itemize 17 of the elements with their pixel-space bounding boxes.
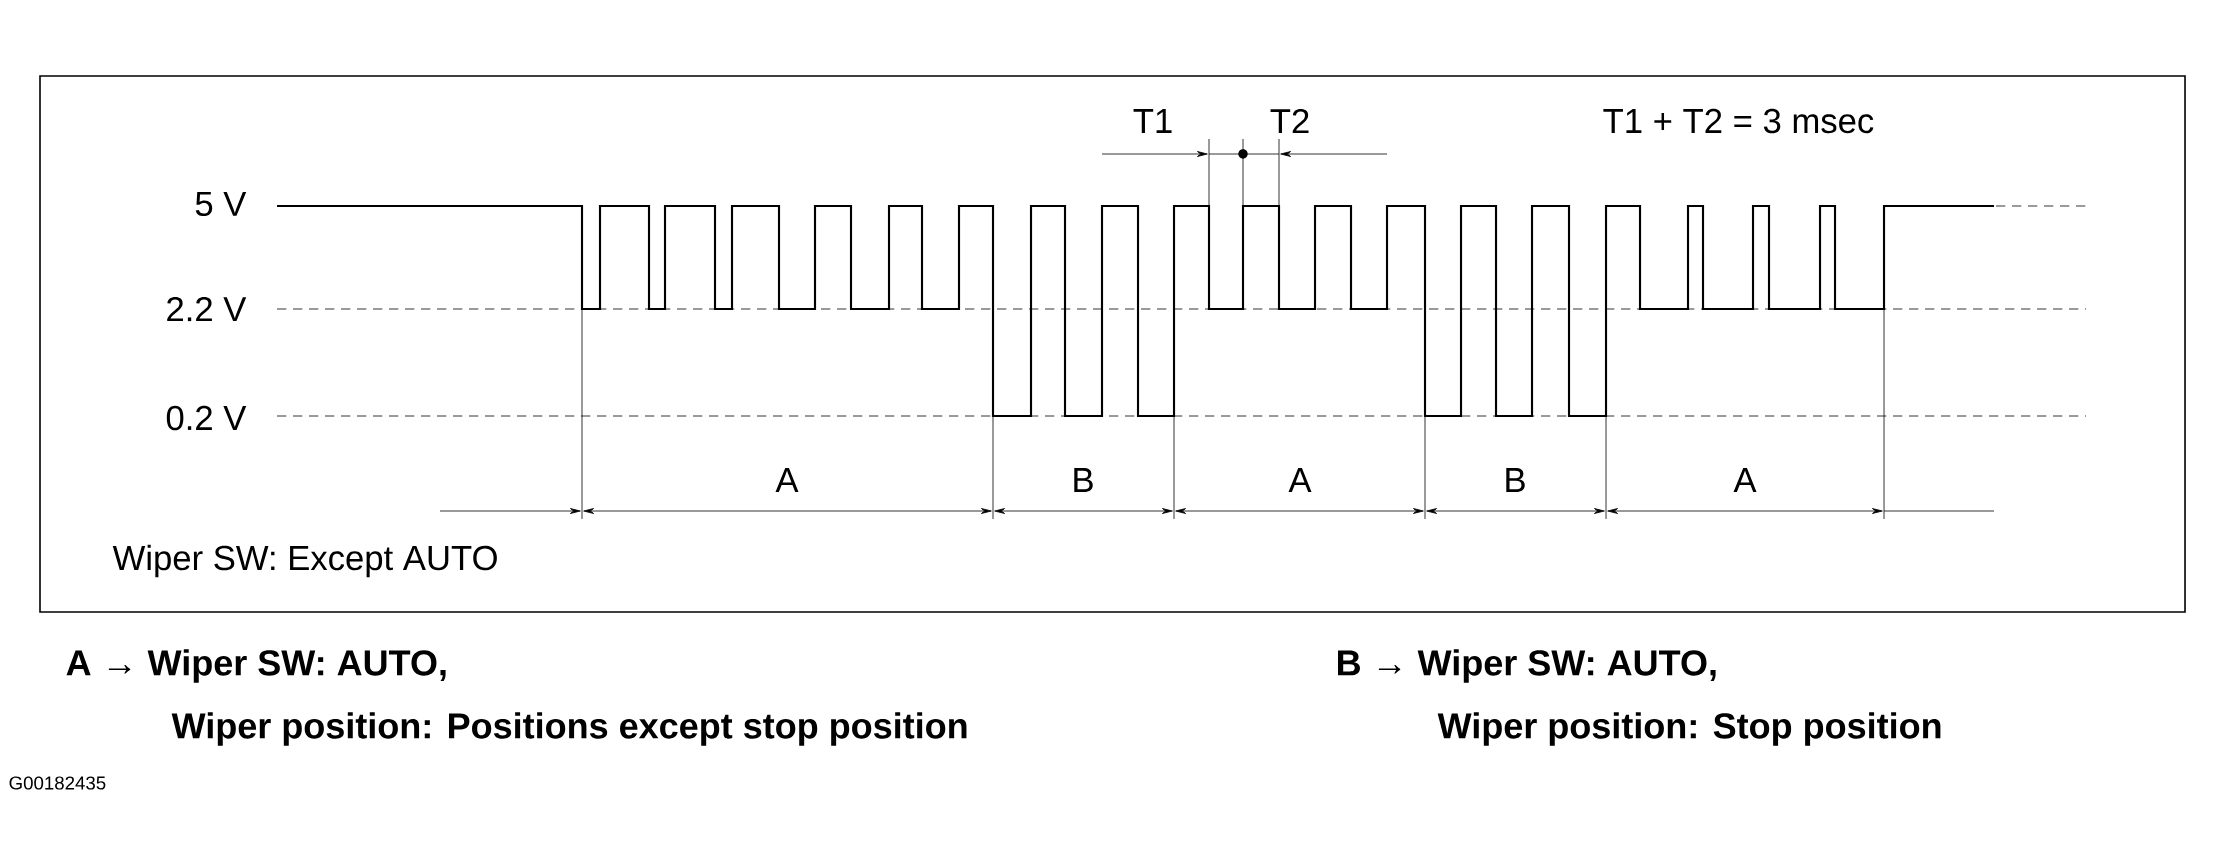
timing-note: T1 + T2 = 3 msec [1603,108,1874,134]
section-label: A [1288,468,1312,492]
legend-note: Wiper position: Positions except stop position [171,712,967,746]
voltage-label: 2.2 V [167,296,247,322]
section-label: A [1733,468,1757,492]
figure-id: G00182435 [9,776,106,790]
switch-note: Wiper SW: Except AUTO [112,544,497,578]
section-label: B [1506,468,1525,492]
section-label: B [1074,468,1093,492]
voltage-label: 5 V [195,191,247,217]
voltage-label: 0.2 V [166,405,247,431]
legend-note: A → Wiper SW: AUTO, [66,649,446,683]
legend-note: B → Wiper SW: AUTO, [1338,649,1716,683]
legend-note: Wiper position: Stop position [1437,712,1941,746]
section-label: A [775,468,799,492]
period-label: T1 [1133,109,1172,133]
period-label: T2 [1270,108,1309,134]
